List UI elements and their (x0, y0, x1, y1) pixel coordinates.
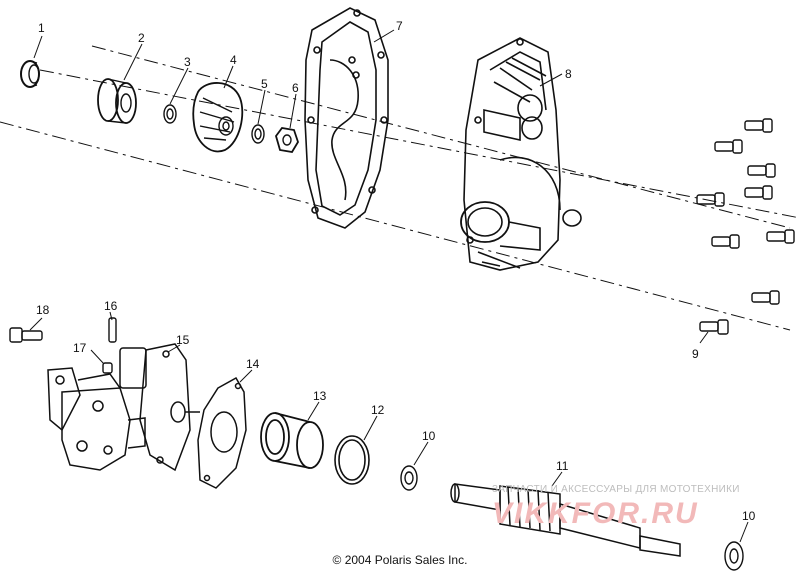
callout-15: 15 (176, 333, 190, 347)
watermark-logo: VIKKFOR.RU (492, 497, 699, 530)
part-3-washer (163, 104, 177, 124)
part-15-oil-pump (47, 343, 200, 472)
callout-14: 14 (246, 357, 260, 371)
callout-18: 18 (36, 303, 50, 317)
bolt-g (711, 234, 740, 249)
part-10-washer-b (724, 541, 744, 571)
bolt-e (696, 192, 725, 207)
callout-5: 5 (261, 77, 268, 91)
part-1-seal (20, 60, 40, 88)
bolt-i (699, 319, 729, 335)
callout-3: 3 (184, 55, 191, 69)
part-18-bolt (9, 327, 43, 343)
callout-labels: 1 2 3 4 5 6 7 8 9 18 16 17 15 14 13 12 1… (36, 19, 756, 523)
copyright-notice: © 2004 Polaris Sales Inc. (332, 553, 468, 567)
part-4-impeller (192, 82, 244, 153)
assembly-axis-lines (0, 45, 800, 331)
callout-16: 16 (104, 299, 118, 313)
callout-7: 7 (396, 19, 403, 33)
part-16-pin (108, 317, 117, 343)
watermark-tagline: ЗАПЧАСТИ И АКСЕССУАРЫ ДЛЯ МОТОТЕХНИКИ (492, 484, 740, 495)
callout-2: 2 (138, 31, 145, 45)
callout-8: 8 (565, 67, 572, 81)
callout-11: 11 (556, 459, 569, 473)
part-10-washer-a (400, 465, 418, 491)
bolt-b (714, 139, 743, 154)
bolt-c (747, 163, 776, 178)
callout-17: 17 (73, 341, 87, 355)
part-17-plug (102, 362, 113, 374)
bolt-a (744, 118, 773, 133)
part-13-sleeve (260, 412, 324, 469)
bolt-h (751, 290, 780, 305)
bolt-f (766, 229, 795, 244)
part-6-nut (275, 127, 299, 153)
part-11-shaft-gear (450, 483, 681, 557)
part-7-gasket (304, 7, 389, 229)
part-8-pump-housing (460, 37, 582, 271)
part-5-washer (251, 124, 265, 144)
callout-6: 6 (292, 81, 299, 95)
part-14-gasket (197, 376, 247, 489)
callout-12: 12 (371, 403, 385, 417)
callout-10-lower: 10 (742, 509, 756, 523)
callout-1: 1 (38, 21, 45, 35)
part-9-bolts (696, 118, 795, 335)
leader-lines (29, 29, 749, 543)
callout-13: 13 (313, 389, 327, 403)
callout-9: 9 (692, 347, 699, 361)
part-12-o-ring (334, 435, 370, 485)
part-2-bearing (97, 78, 137, 124)
callout-10-upper: 10 (422, 429, 436, 443)
callout-4: 4 (230, 53, 237, 67)
bolt-d (744, 185, 773, 200)
